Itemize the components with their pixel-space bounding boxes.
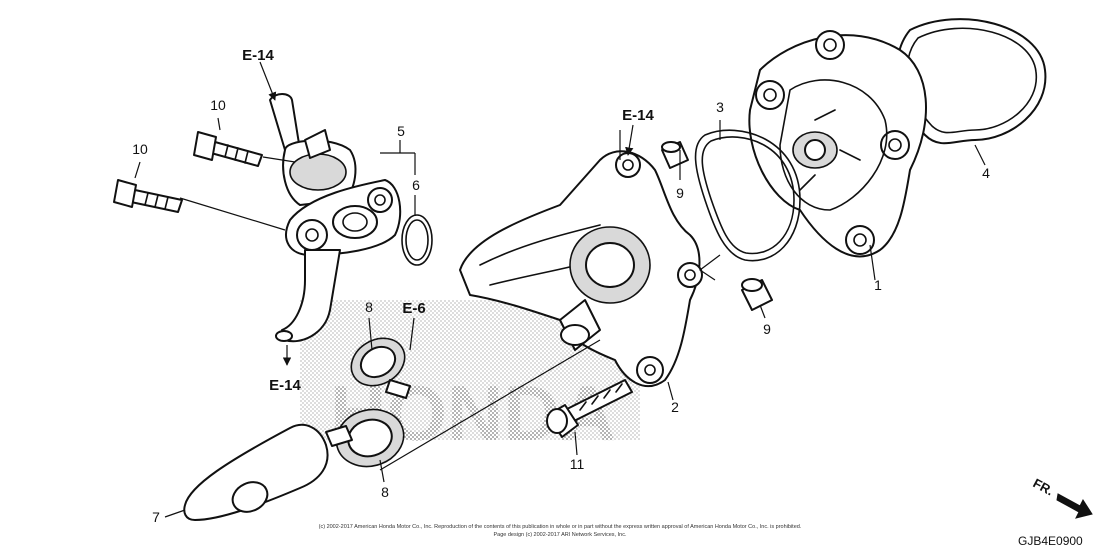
part-2-pump-body xyxy=(459,150,703,387)
leader-lines xyxy=(134,61,986,518)
ref-e14-top-left: E-14 xyxy=(242,47,274,64)
part-9-dowel-pin-upper xyxy=(661,141,689,169)
callouts: 1 2 3 4 5 6 7 8 8 9 9 10 10 11 xyxy=(132,97,990,525)
callout-2: 2 xyxy=(671,399,679,415)
part-3-o-ring xyxy=(694,129,801,262)
callout-11: 11 xyxy=(570,456,585,472)
copyright-notice: (c) 2002-2017 American Honda Motor Co., … xyxy=(319,524,802,538)
diagram-code: GJB4E0900 xyxy=(1018,534,1083,548)
callout-6: 6 xyxy=(412,177,420,193)
part-9-dowel-pin-lower xyxy=(741,278,773,311)
part-6-o-ring xyxy=(401,214,433,266)
copyright-line-2: Page design (c) 2002-2017 ARI Network Se… xyxy=(494,532,627,538)
callout-8-upper: 8 xyxy=(365,299,373,315)
callout-1: 1 xyxy=(874,277,882,293)
part-8-clamp-lower xyxy=(325,408,405,468)
ref-e14-top-center: E-14 xyxy=(622,107,654,124)
part-8-clamp-upper xyxy=(350,337,411,399)
callout-10-lower: 10 xyxy=(132,141,148,157)
copyright-line-1: (c) 2002-2017 American Honda Motor Co., … xyxy=(319,524,802,530)
ref-e6: E-6 xyxy=(402,300,425,317)
front-label: FR. xyxy=(1031,475,1057,498)
front-arrow-icon xyxy=(1056,493,1093,519)
callout-8-lower: 8 xyxy=(381,484,389,500)
part-10-bolt-upper xyxy=(193,131,263,167)
ref-e14-bottom-left: E-14 xyxy=(269,377,301,394)
callout-3: 3 xyxy=(716,99,724,115)
callout-7: 7 xyxy=(152,509,160,525)
callout-4: 4 xyxy=(982,165,990,181)
part-1-pump-cover xyxy=(748,30,927,258)
callout-9-lower: 9 xyxy=(763,321,771,337)
front-direction-indicator: FR. xyxy=(1031,475,1093,519)
part-7-hose xyxy=(183,423,329,521)
reference-labels: E-14 E-14 E-14 E-6 xyxy=(242,47,654,394)
part-11-flange-bolt xyxy=(546,379,633,438)
callout-10-upper: 10 xyxy=(210,97,226,113)
callout-5: 5 xyxy=(397,123,405,139)
part-10-bolt-lower xyxy=(113,179,183,213)
callout-9-upper: 9 xyxy=(676,185,684,201)
